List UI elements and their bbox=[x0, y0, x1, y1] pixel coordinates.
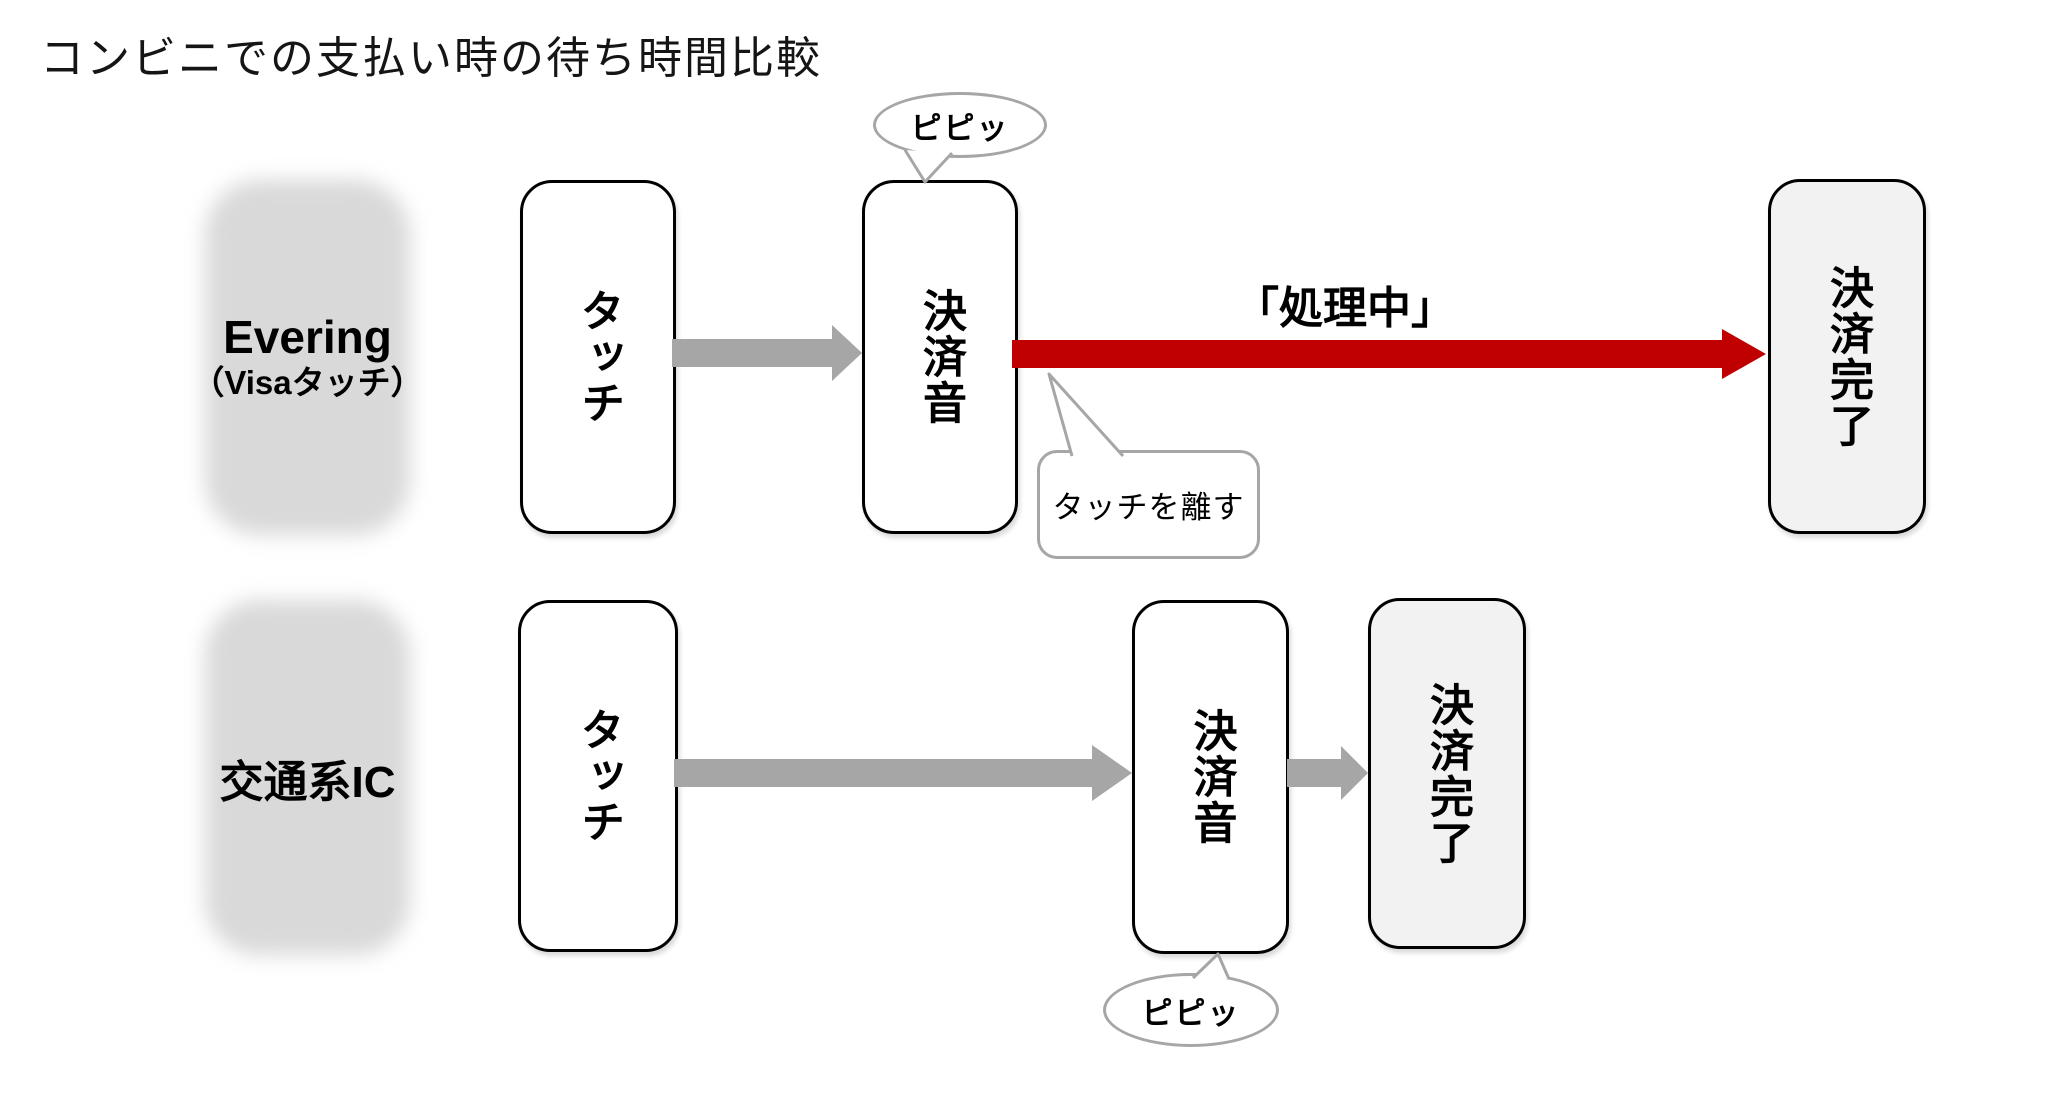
step-box-done-evering: 決済完了 bbox=[1768, 179, 1926, 534]
step-box-done-transit-label: 決済完了 bbox=[1423, 681, 1472, 866]
row-label-bg-evering bbox=[205, 180, 410, 535]
flow-arrow-evering-1-head bbox=[832, 325, 862, 381]
step-box-done-evering-label: 決済完了 bbox=[1823, 264, 1872, 449]
step-box-done-transit: 決済完了 bbox=[1368, 598, 1526, 949]
speech-bubble-beep-transit-text: ピピッ bbox=[1141, 995, 1241, 1031]
flow-arrow-transit-1-head bbox=[1092, 745, 1132, 801]
processing-label: 「処理中」 bbox=[1235, 284, 1455, 333]
step-box-sound-evering-label: 決済音 bbox=[916, 288, 965, 426]
processing-arrow-body bbox=[1012, 340, 1722, 368]
step-box-sound-transit: 決済音 bbox=[1132, 600, 1289, 954]
row-label-evering-line1: Evering bbox=[223, 311, 392, 364]
callout-release-touch-text: タッチを離す bbox=[1052, 490, 1245, 525]
row-label-transit-ic-text: 交通系IC bbox=[219, 757, 396, 807]
callout-release-touch-tail bbox=[1047, 372, 1125, 458]
flow-arrow-transit-2-head bbox=[1341, 746, 1368, 800]
speech-bubble-tail-evering bbox=[903, 149, 954, 184]
row-label-bg-transit-ic bbox=[205, 600, 410, 955]
speech-bubble-beep-evering: ピピッ bbox=[873, 92, 1047, 158]
step-box-sound-transit-label: 決済音 bbox=[1186, 708, 1236, 846]
row-label-transit-ic: 交通系IC bbox=[185, 600, 430, 955]
flow-arrow-transit-1-body bbox=[674, 759, 1092, 787]
diagram-title: コンビニでの支払い時の待ち時間比較 bbox=[40, 34, 822, 83]
callout-release-touch: タッチを離す bbox=[1037, 450, 1260, 559]
processing-arrow-head bbox=[1722, 329, 1766, 379]
speech-bubble-beep-transit: ピピッ bbox=[1103, 973, 1279, 1047]
speech-bubble-beep-evering-text: ピピッ bbox=[910, 110, 1010, 146]
speech-bubble-tail-transit bbox=[1191, 952, 1231, 980]
step-box-touch-evering-label: タッチ bbox=[574, 288, 623, 426]
row-label-evering-line2: （Visaタッチ） bbox=[191, 364, 424, 401]
step-box-sound-evering: 決済音 bbox=[862, 180, 1018, 534]
step-box-touch-evering: タッチ bbox=[520, 180, 676, 534]
step-box-touch-transit: タッチ bbox=[518, 600, 678, 952]
flow-arrow-transit-2-body bbox=[1287, 759, 1341, 787]
flow-arrow-evering-1-body bbox=[672, 339, 832, 367]
step-box-touch-transit-label: タッチ bbox=[574, 707, 623, 845]
row-label-evering: Evering （Visaタッチ） bbox=[185, 180, 430, 535]
